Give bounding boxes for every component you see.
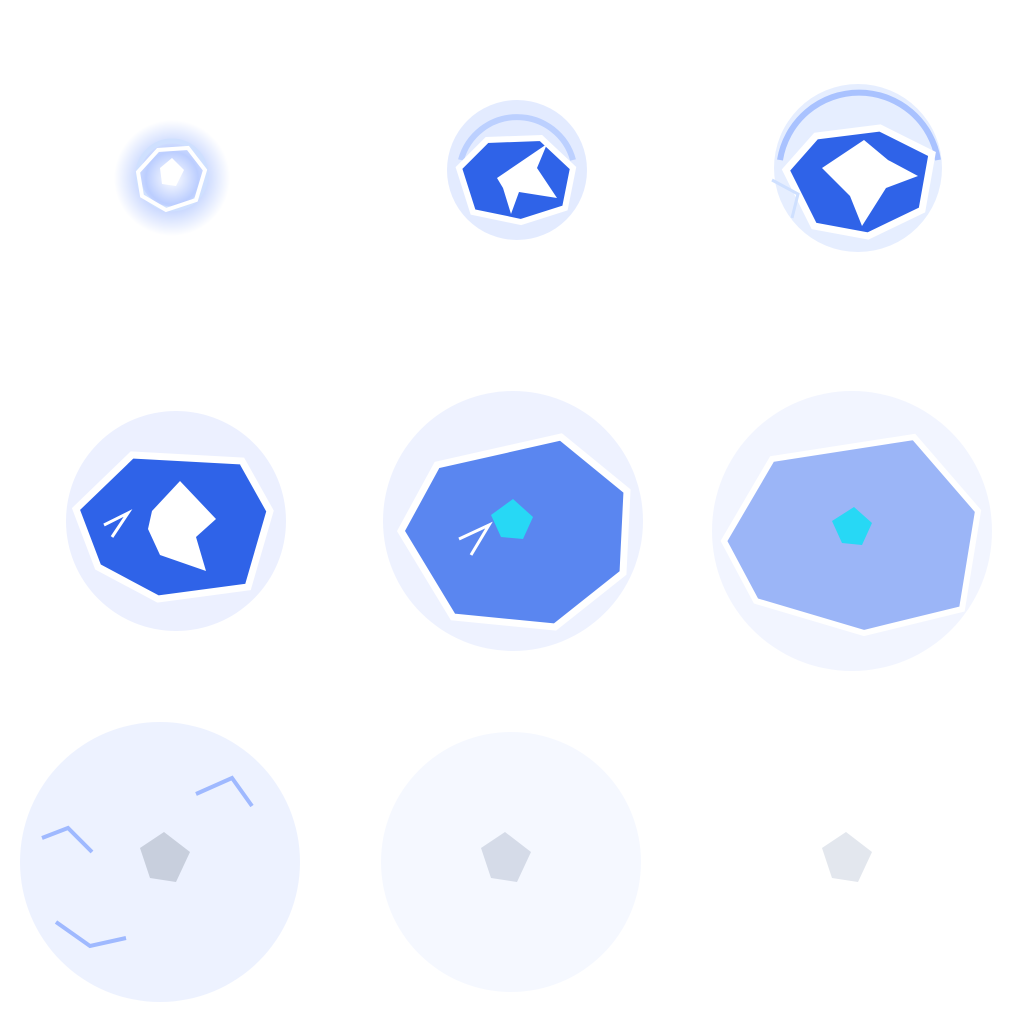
crack [54,920,127,949]
residue [822,832,872,882]
frame-4 [0,341,341,682]
shard [497,144,557,214]
cyan-core [491,499,533,539]
arc [458,114,576,161]
frame-1 [0,0,341,341]
cyan-core [832,507,872,545]
crack [771,178,800,219]
frame-6 [682,341,1023,682]
frame-2 [341,0,682,341]
crack [103,509,133,538]
shard [148,481,216,571]
frame-7 [0,682,341,1023]
frame-8 [341,682,682,1023]
crack [41,825,94,854]
crack [458,521,493,556]
shard [822,140,918,226]
frame-1-graphic [114,120,230,236]
residue [140,832,190,882]
shard-outline [135,145,208,213]
frame-3 [682,0,1023,341]
crack [195,775,254,808]
frame-5 [341,341,682,682]
frame-9 [682,682,1023,1023]
core-shard [160,158,184,186]
residue [481,832,531,882]
arc [777,89,941,161]
